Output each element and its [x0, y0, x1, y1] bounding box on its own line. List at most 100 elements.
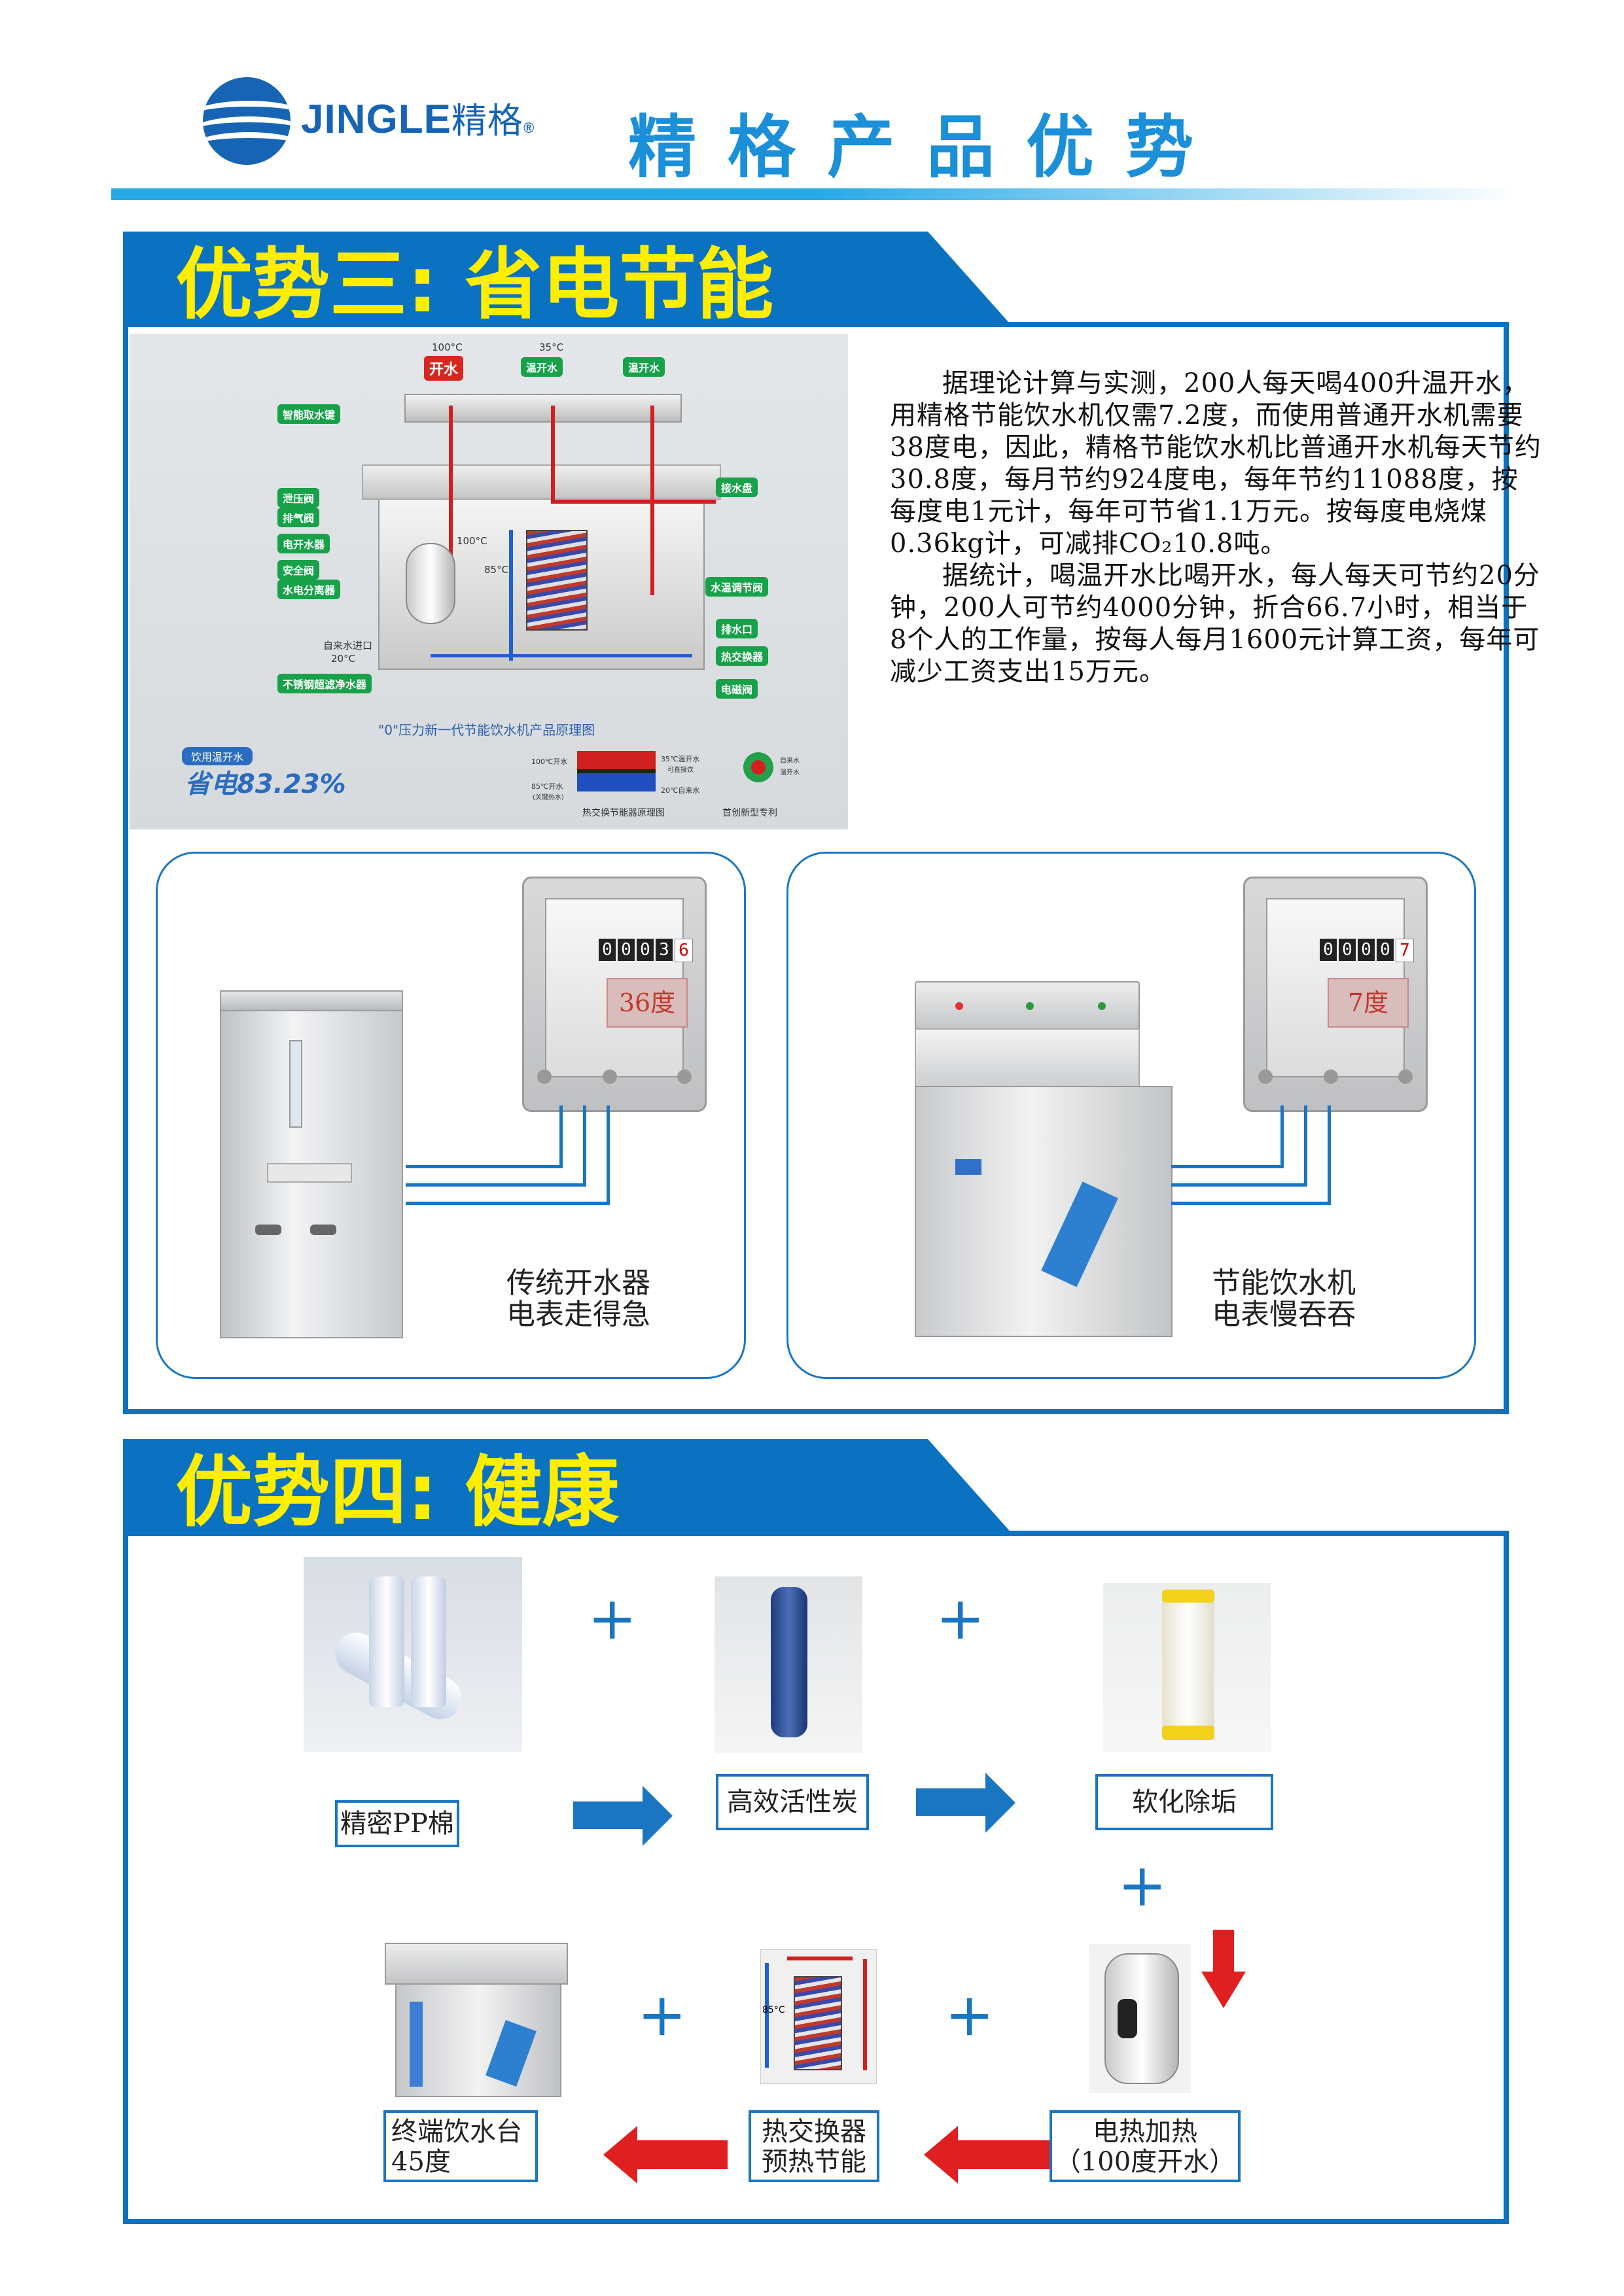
meter-traditional-reading: 36度: [607, 978, 688, 1028]
inlet-temp: 20°C: [331, 653, 356, 665]
step-carbon: 高效活性炭: [716, 1774, 869, 1830]
section3-banner-tail: [928, 232, 1013, 327]
step-heater: 电热加热 （100度开水）: [1050, 2110, 1241, 2182]
label-drip-tray: 接水盘: [716, 478, 758, 497]
label-vent-valve: 排气阀: [277, 508, 320, 527]
tap-label-warm-2: 温开水: [623, 357, 665, 377]
patent-caption: 首创新型专利: [722, 808, 777, 818]
meter-energy-saving-digits: 0 0 0 0 7: [1320, 939, 1414, 962]
caption-energy-saving-2: 电表慢吞吞: [1212, 1298, 1356, 1331]
tap-label-boiling: 开水: [424, 356, 464, 381]
step-exchanger-2: 预热节能: [762, 2147, 866, 2177]
logo-mark: [203, 77, 291, 165]
hx-label-6: 20℃自来水: [661, 786, 700, 795]
caption-traditional-1: 传统开水器: [506, 1266, 650, 1300]
heater-image: [1089, 1944, 1191, 2093]
logo-en: JINGLE: [301, 97, 451, 142]
caption-energy-saving-1: 节能饮水机: [1212, 1266, 1356, 1300]
plus-4: +: [637, 1981, 687, 2049]
logo-cn: 精格: [451, 100, 523, 141]
step-heater-2: （100度开水）: [1054, 2147, 1236, 2177]
hot-pipe: [449, 406, 453, 569]
energy-saving-machine-image: [915, 981, 1173, 1340]
step-terminal-1: 终端饮水台: [391, 2117, 522, 2147]
meter-traditional-digits: 0 0 0 3 6: [599, 939, 693, 962]
label-pressure-valve: 泄压阀: [277, 488, 320, 508]
caption-traditional-2: 电表走得急: [506, 1298, 650, 1331]
plus-3: +: [1118, 1851, 1167, 1920]
hx-caption: 热交换节能器原理图: [582, 808, 665, 818]
label-separator: 水电分离器: [277, 580, 341, 599]
exchanger-temp: 85°C: [762, 2005, 785, 2015]
section4-banner-tail: [928, 1439, 1013, 1535]
plus-2: +: [936, 1584, 985, 1653]
diagram-caption: "0"压力新一代节能饮水机产品原理图: [378, 722, 595, 738]
meter-energy-saving-reading: 7度: [1328, 978, 1409, 1028]
caption-energy-saving: 节能饮水机 电表慢吞吞: [1212, 1268, 1356, 1331]
temp-100-inner: 100°C: [457, 535, 487, 547]
label-drain: 排水口: [716, 619, 758, 638]
hx-label-1: 100℃开水: [531, 757, 568, 766]
boiler-tank: [406, 543, 455, 624]
step-heater-1: 电热加热: [1093, 2117, 1197, 2147]
warm-pipe-1: [551, 406, 555, 504]
patent-icon: [743, 752, 773, 782]
paragraph-2: 据统计，喝温开水比喝开水，每人每天可节约20分钟，200人可节约4000分钟，折…: [890, 561, 1540, 687]
label-smart-key: 智能取水键: [277, 404, 341, 424]
carbon-filter-image: [715, 1576, 862, 1753]
step-exchanger: 热交换器 预热节能: [749, 2110, 879, 2182]
coil-exchanger: [526, 530, 588, 631]
hx-separator: [577, 769, 656, 773]
temp-100: 100°C: [432, 341, 463, 353]
step-pp: 精密PP棉: [335, 1800, 459, 1847]
paragraph-1: 据理论计算与实测，200人每天喝400升温开水，用精格节能饮水机仅需7.2度，而…: [890, 368, 1542, 559]
hx-label-5: (关键热水): [533, 794, 564, 801]
caption-traditional: 传统开水器 电表走得急: [506, 1268, 650, 1331]
legend-2: 温开水: [780, 769, 800, 776]
label-safety-valve: 安全阀: [277, 560, 320, 580]
principle-diagram: 100°C 35°C 开水 温开水 温开水 85°C 100°C 智能取水键 泄…: [130, 334, 848, 829]
logo-text: JINGLE精格®: [301, 92, 535, 143]
label-solenoid: 电磁阀: [716, 679, 758, 699]
terminal-image: [385, 1943, 568, 2097]
traditional-boiler-image: [220, 990, 403, 1338]
section3-title: 优势三: 省电节能: [175, 239, 774, 330]
wire-right-3: [1171, 1105, 1331, 1205]
machine-top: [404, 394, 682, 423]
step-soften: 软化除垢: [1095, 1774, 1273, 1830]
step-terminal-2: 45度: [391, 2147, 451, 2177]
temp-85: 85°C: [484, 564, 509, 576]
meter-traditional: 0 0 0 3 6 36度: [522, 877, 707, 1112]
label-exchanger: 热交换器: [716, 646, 769, 666]
wire-left-3: [406, 1105, 610, 1205]
label-temp-valve: 水温调节阀: [705, 577, 769, 597]
section3-banner: 优势三: 省电节能: [123, 232, 928, 327]
page-title: 精格产品优势: [628, 107, 1226, 187]
savings-text: 据理论计算与实测，200人每天喝400升温开水，用精格节能饮水机仅需7.2度，而…: [890, 368, 1544, 688]
softening-filter-image: [1103, 1583, 1271, 1752]
pp-filter-image: [304, 1557, 522, 1752]
warm-pipe-h: [551, 500, 716, 504]
temp-35: 35°C: [539, 341, 564, 353]
hx-hot-bar: [577, 751, 656, 769]
header-divider: [111, 188, 1518, 200]
section4-banner: 优势四: 健康: [123, 1439, 928, 1535]
label-filter: 不锈钢超滤净水器: [277, 674, 372, 693]
hx-label-3: 可直接饮: [667, 767, 694, 774]
legend-1: 自来水: [780, 757, 800, 765]
meter-energy-saving: 0 0 0 0 7 7度: [1243, 877, 1428, 1112]
plus-5: +: [945, 1981, 995, 2049]
inlet-pipe: [431, 654, 692, 657]
hx-label-2: 35℃温开水: [661, 755, 700, 763]
exchanger-image: 85°C: [760, 1949, 877, 2084]
hx-cold-bar: [577, 773, 656, 791]
step-terminal: 终端饮水台 45度: [383, 2110, 538, 2182]
drip-tray: [362, 464, 721, 500]
section4-title: 优势四: 健康: [175, 1447, 620, 1537]
hx-label-4: 85℃开水: [531, 782, 563, 791]
badge-big: 省电83.23%: [185, 769, 346, 799]
inlet-label: 自来水进口: [323, 640, 373, 652]
step-exchanger-1: 热交换器: [762, 2117, 866, 2147]
label-boiler: 电开水器: [277, 534, 330, 553]
cold-pipe: [509, 530, 513, 661]
